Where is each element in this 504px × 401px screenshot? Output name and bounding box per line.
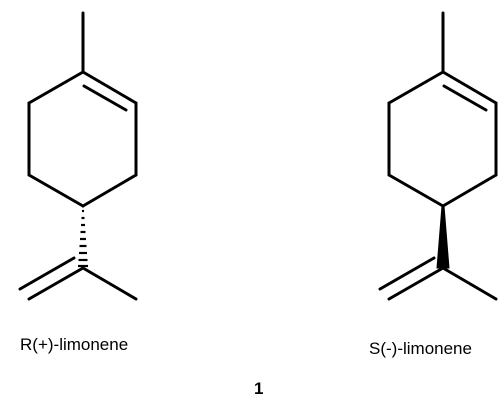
ring-bond	[387, 173, 445, 208]
compound-number: 1	[254, 379, 263, 398]
ring-bond	[387, 70, 445, 105]
solid-wedge-bond	[436, 205, 450, 269]
s-limonene-label: S(-)-limonene	[369, 339, 472, 358]
ring-bond	[441, 173, 498, 208]
isopropenyl-methyl-bond	[81, 266, 138, 301]
isopropenyl-methyl-bond	[441, 266, 498, 301]
isopropenyl-double-bond-outer	[27, 266, 85, 301]
isopropenyl-double-bond-inner	[378, 256, 436, 291]
s-limonene-structure	[378, 11, 498, 301]
ring-double-bond-inner	[442, 84, 488, 112]
isopropenyl-double-bond-inner	[18, 256, 76, 291]
ring-bond	[81, 173, 138, 208]
r-limonene-structure	[18, 11, 138, 301]
hashed-wedge-bond	[78, 209, 88, 268]
r-limonene-label: R(+)-limonene	[20, 335, 128, 354]
ring-double-bond-inner	[82, 84, 128, 112]
ring-bond	[27, 70, 85, 105]
ring-bond	[81, 70, 138, 105]
isopropenyl-double-bond-outer	[387, 266, 445, 301]
ring-bond	[27, 173, 85, 208]
ring-bond	[441, 70, 498, 105]
